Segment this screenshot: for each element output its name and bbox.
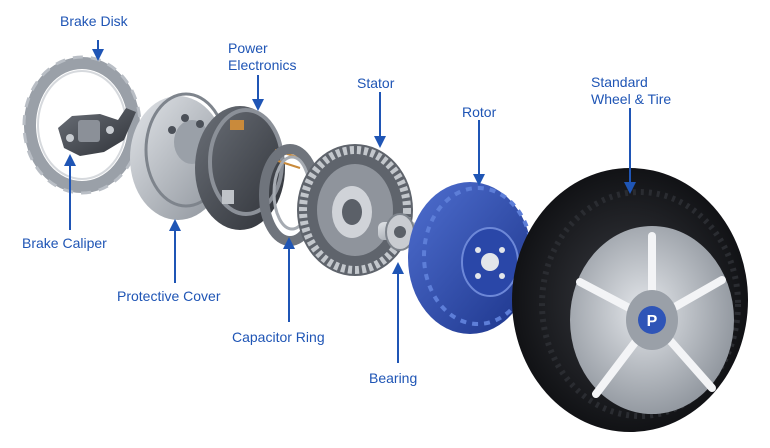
label-brake-disk: Brake Disk	[60, 13, 128, 29]
label-standard-wheel-tire: Standard Wheel & Tire	[591, 74, 671, 108]
label-rotor: Rotor	[462, 104, 497, 120]
leader-lines	[64, 40, 636, 363]
rotor-illustration	[408, 182, 534, 334]
label-power-electronics: Power Electronics	[228, 40, 296, 74]
brake-caliper-illustration	[58, 108, 136, 156]
power-electronics-illustration	[195, 106, 301, 230]
label-bearing: Bearing	[369, 370, 418, 386]
svg-text:P: P	[647, 313, 658, 330]
wheel-and-tire-illustration	[512, 168, 748, 432]
label-capacitor-ring: Capacitor Ring	[232, 329, 325, 345]
hub-logo: P	[638, 306, 666, 334]
label-standard-wheel-tire-line1: Standard	[591, 74, 648, 90]
label-power-electronics-line2: Electronics	[228, 57, 297, 73]
label-protective-cover: Protective Cover	[117, 288, 221, 304]
label-stator: Stator	[357, 75, 395, 91]
bearing-illustration	[378, 213, 418, 251]
label-power-electronics-line1: Power	[228, 40, 268, 56]
label-standard-wheel-tire-line2: Wheel & Tire	[591, 91, 672, 107]
stator-illustration	[297, 144, 413, 276]
label-brake-caliper: Brake Caliper	[22, 235, 107, 251]
